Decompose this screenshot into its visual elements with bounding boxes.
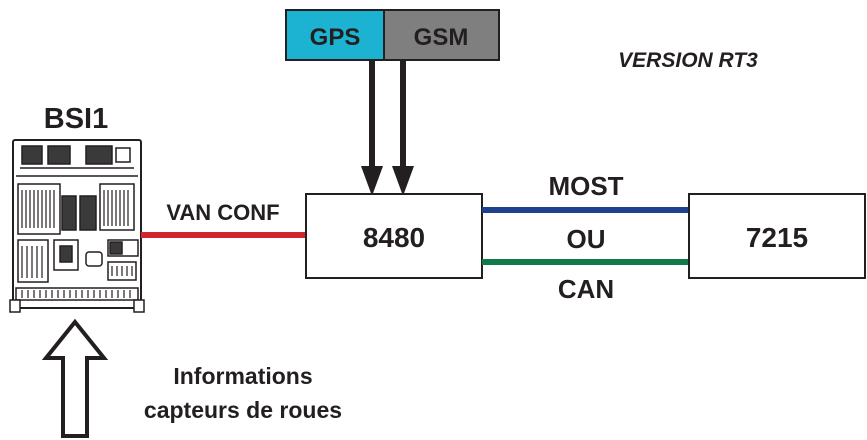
bsi-module-illustration [9, 139, 145, 313]
gps-arrow-head [361, 166, 383, 196]
van-conf-label: VAN CONF [166, 200, 279, 225]
or-label: OU [567, 224, 606, 254]
input-note-line1: Informations [173, 363, 312, 389]
gps-box [285, 9, 385, 61]
gsm-arrow-head [392, 166, 414, 196]
unit-8480-label: 8480 [363, 222, 425, 253]
most-label: MOST [548, 171, 623, 201]
unit-8480: 8480 [305, 193, 483, 279]
wheel-sensor-input-arrow [41, 318, 109, 438]
unit-7215-label: 7215 [746, 222, 808, 253]
gsm-box [383, 9, 500, 61]
most-link: MOST [482, 171, 689, 213]
version-title: VERSION RT3 [618, 49, 758, 72]
gps-label: GPS [310, 24, 361, 51]
unit-7215-box [688, 193, 866, 279]
can-label: CAN [558, 274, 614, 304]
unit-8480-box [305, 193, 483, 279]
van-conf-link: VAN CONF [141, 200, 306, 238]
gps-gsm-module: GPS GSM [285, 9, 500, 61]
gsm-label: GSM [414, 24, 469, 51]
can-link: CAN [482, 259, 689, 304]
unit-7215: 7215 [688, 193, 866, 279]
bsi-label: BSI1 [44, 103, 108, 135]
input-note-line2: capteurs de roues [144, 397, 342, 423]
antenna-arrows [361, 60, 414, 196]
